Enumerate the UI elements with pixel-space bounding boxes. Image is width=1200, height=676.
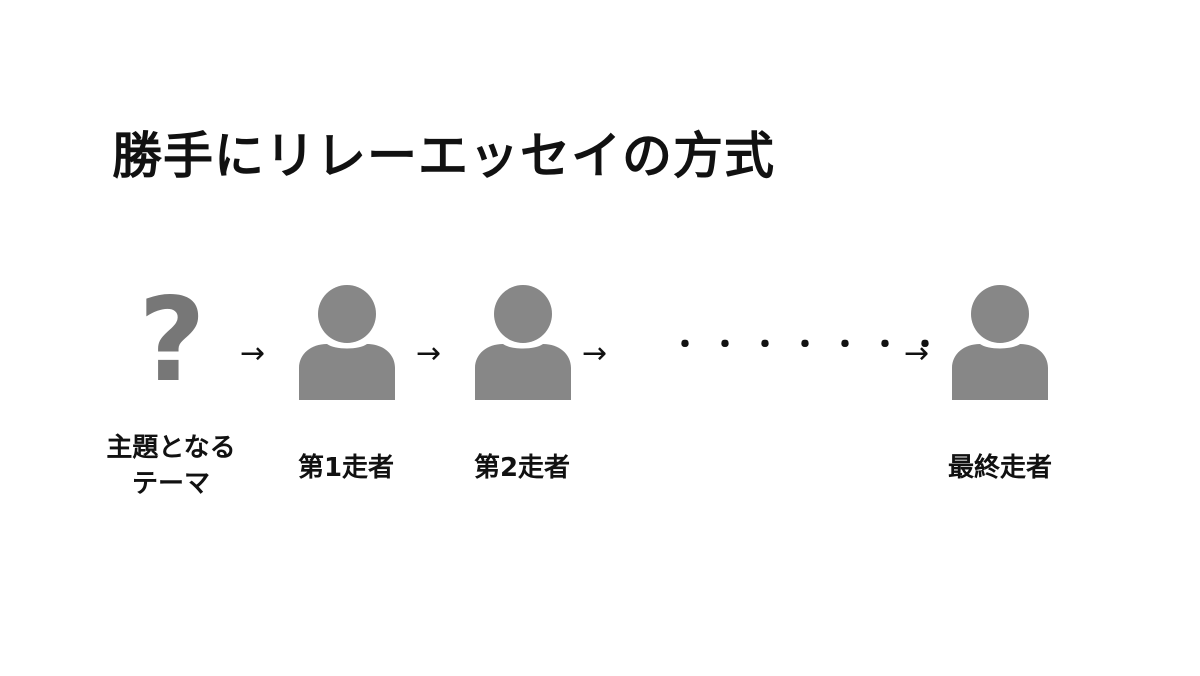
final-runner-label: 最終走者	[947, 453, 1052, 483]
person-icon	[297, 284, 397, 400]
question-mark-icon: ?	[138, 273, 206, 408]
page-title: 勝手にリレーエッセイの方式	[112, 127, 775, 185]
person-icon	[950, 284, 1050, 400]
arrow-icon: →	[582, 336, 608, 371]
ellipsis-dots: ・・・・・・・	[670, 328, 950, 363]
arrow-icon: →	[416, 336, 442, 371]
theme-label-line2: テーマ	[131, 469, 210, 499]
runner-1-label: 第1走者	[297, 453, 395, 483]
arrow-icon: →	[240, 336, 266, 371]
person-icon	[473, 284, 573, 400]
runner-2-label: 第2走者	[473, 453, 571, 483]
theme-label-line1: 主題となる	[106, 433, 236, 463]
theme-label: 主題となる テーマ	[96, 430, 246, 502]
arrow-icon: →	[904, 336, 930, 371]
